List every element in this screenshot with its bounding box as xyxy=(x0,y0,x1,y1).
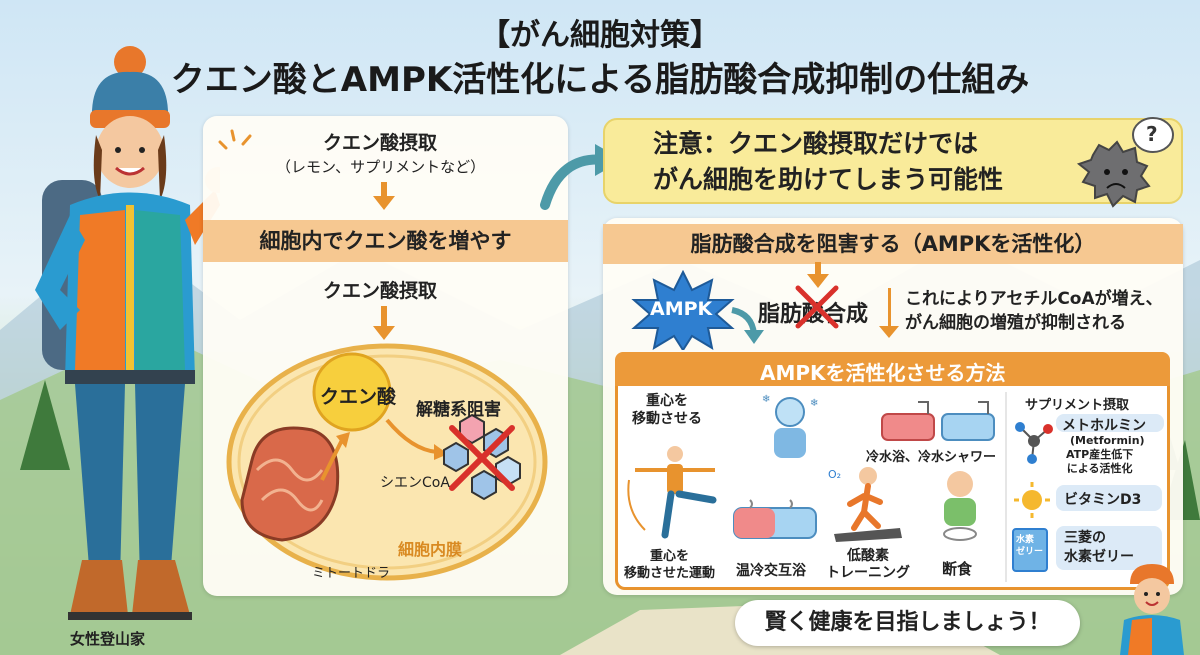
sun-icon xyxy=(1014,482,1050,518)
supplements-title: サプリメント摂取 xyxy=(1025,398,1130,413)
arrow-down-icon xyxy=(807,274,829,288)
method-low-oxygen: 低酸素 トレーニング xyxy=(826,548,910,581)
block-cross-icon xyxy=(449,425,515,491)
method-fasting: 断食 xyxy=(942,560,973,578)
question-mark: ? xyxy=(1146,122,1158,146)
hat-pompom xyxy=(114,46,146,78)
jelly-pack-text: 水素 ゼリー xyxy=(1016,535,1044,557)
cell-diagram xyxy=(226,343,548,581)
vitamin-d3-badge xyxy=(1056,485,1162,511)
effect-line2: がん細胞の増殖が抑制される xyxy=(905,313,1126,333)
methods-title-bar xyxy=(615,352,1170,386)
svg-text:O₂: O₂ xyxy=(828,468,841,481)
hiker-caption: 女性登山家 xyxy=(70,630,146,648)
methods-title: AMPKを活性化させる方法 xyxy=(760,361,1006,385)
metformin-label: メトホルミン xyxy=(1062,418,1146,434)
cold-person-icon: ❄❄ xyxy=(762,394,818,458)
right-band: 脂肪酸合成を阻害する（AMPKを活性化） xyxy=(603,224,1183,264)
bath-tubs-icon xyxy=(881,401,995,441)
page-title-line2: クエン酸とAMPK活性化による脂肪酸合成抑制の仕組み xyxy=(170,60,1030,100)
membrane-label: 細胞内膜 xyxy=(398,540,463,559)
ampk-burst-icon xyxy=(631,270,735,350)
arrow-shaft xyxy=(888,288,891,328)
synthesis-block-cross-icon xyxy=(795,285,839,329)
arrow-shaft xyxy=(381,306,387,328)
effect-line1: これによりアセチルCoAが増え、 xyxy=(905,289,1163,309)
closing-message: 賢く健康を目指しましょう！ xyxy=(735,600,1080,646)
supplements-divider xyxy=(1005,392,1007,582)
citrate-coa-label: シエンCoA xyxy=(380,475,450,491)
treadmill-runner-icon: O₂ xyxy=(828,467,902,542)
hydrogen-jelly-badge xyxy=(1056,526,1162,570)
warning-line1: 注意：クエン酸摂取だけでは xyxy=(653,129,979,158)
ampk-label: AMPK xyxy=(650,298,713,320)
intake-subtitle: （レモン、サプリメントなど） xyxy=(276,158,486,176)
page-title-line1: 【がん細胞対策】 xyxy=(480,18,720,53)
small-hiker-icon xyxy=(1120,564,1184,655)
citric-acid-node xyxy=(312,352,392,432)
glycolysis-block-label: 解糖系阻害 xyxy=(416,400,501,420)
intake-title: クエン酸摂取 xyxy=(323,132,438,154)
metformin-badge xyxy=(1056,414,1164,432)
citric-acid-label: クエン酸 xyxy=(320,386,397,408)
arrow-down-icon xyxy=(879,326,899,338)
vitamin-d3-label: ビタミンD3 xyxy=(1064,492,1142,508)
hydrogen-jelly-label: 三菱の 水素ゼリー xyxy=(1064,530,1134,565)
method-hot-cold-bath: 温冷交互浴 xyxy=(736,563,806,579)
molecule-icon xyxy=(1015,422,1053,464)
left-band: 細胞内でクエン酸を増やす xyxy=(203,220,568,262)
arrow-shaft xyxy=(381,182,387,198)
svg-text:❄: ❄ xyxy=(810,398,818,409)
metformin-english: (Metformin) xyxy=(1070,434,1145,447)
hot-cold-bath-icon xyxy=(733,499,817,539)
jelly-pack-icon xyxy=(1012,528,1048,572)
balance-pose-icon xyxy=(627,446,717,539)
mitochondria-label: ミトートドラ xyxy=(312,566,391,581)
metformin-note: ATP産生低下 による活性化 xyxy=(1066,448,1134,475)
method-cold-bath: 冷水浴、冷水シャワー xyxy=(866,450,997,465)
arrow-shaft xyxy=(815,262,821,276)
method-move-weight-bottom: 重心を 移動させた運動 xyxy=(624,549,716,581)
hiker-illustration xyxy=(35,46,220,620)
sad-cancer-cell-icon xyxy=(1076,117,1174,208)
fasting-person-icon xyxy=(943,471,977,541)
arrow-down-icon xyxy=(373,326,395,340)
spark-icon xyxy=(218,129,252,150)
intake-title-2: クエン酸摂取 xyxy=(323,280,438,302)
ampk-arrow-icon xyxy=(731,307,764,344)
method-move-weight-top: 重心を 移動させる xyxy=(632,393,702,427)
svg-text:❄: ❄ xyxy=(762,394,770,405)
warning-line2: がん細胞を助けてしまう可能性 xyxy=(653,165,1004,194)
arrow-down-icon xyxy=(373,196,395,210)
mitochondria-icon xyxy=(240,426,340,542)
